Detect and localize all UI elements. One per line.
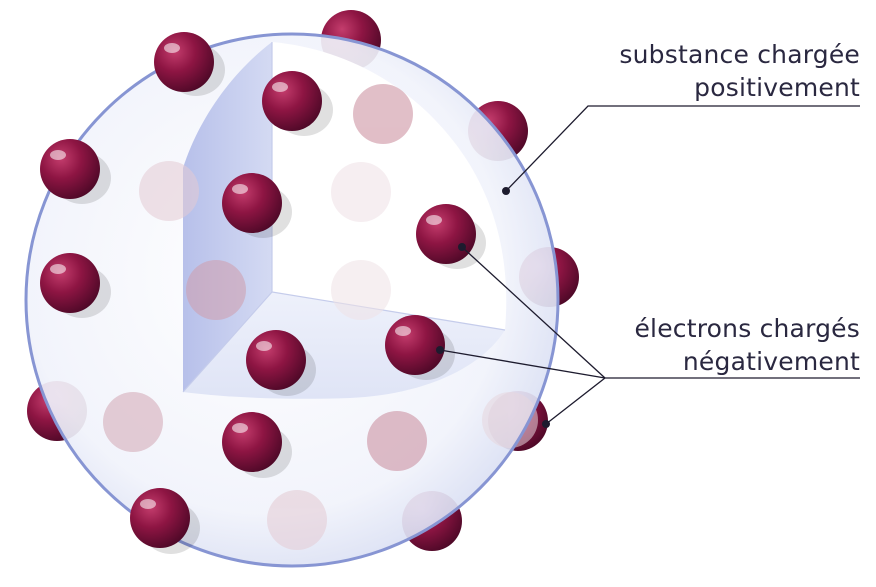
label-positive-substance: substance chargée positivement: [619, 38, 860, 104]
leader-dot-electron-c: [542, 420, 550, 428]
electron-front-3: [40, 139, 111, 204]
electron-front-4: [222, 173, 292, 238]
label-negative-electrons: électrons chargés négativement: [634, 312, 860, 378]
electron-front-10: [130, 488, 200, 554]
electron-front-2: [262, 71, 333, 136]
electron-front-6: [40, 253, 111, 318]
electron-front-7: [246, 330, 316, 396]
electron-front-9: [222, 412, 292, 478]
electron-front-1: [154, 32, 225, 96]
leader-dots: [436, 187, 550, 428]
electron-faded-2: [139, 161, 199, 221]
label-electrons-line2: négativement: [682, 347, 860, 376]
leader-line-electrons-b: [439, 349, 606, 379]
electron-faded-6: [103, 392, 163, 452]
electron-faded-7: [367, 411, 427, 471]
electron-faded-9: [482, 392, 538, 448]
electron-faded-8: [267, 490, 327, 550]
electron-faded-5: [331, 260, 391, 320]
label-substance-line1: substance chargée: [619, 40, 860, 69]
electron-faded-4: [186, 260, 246, 320]
leader-line-electrons-c: [545, 377, 860, 425]
leader-dot-electron-a: [458, 243, 466, 251]
leader-line-substance: [505, 105, 860, 192]
label-electrons-line1: électrons chargés: [634, 314, 860, 343]
leader-dot-substance: [502, 187, 510, 195]
electron-front-8: [385, 315, 455, 380]
leader-lines: [439, 105, 860, 425]
electron-faded-1: [353, 84, 413, 144]
electron-faded-3: [331, 162, 391, 222]
leader-dot-electron-b: [436, 346, 444, 354]
sphere-rim: [24, 32, 560, 568]
front-electrons: [40, 32, 486, 554]
label-substance-line2: positivement: [694, 73, 860, 102]
faded-electrons: [103, 84, 538, 550]
leader-line-electrons-a: [461, 246, 606, 379]
